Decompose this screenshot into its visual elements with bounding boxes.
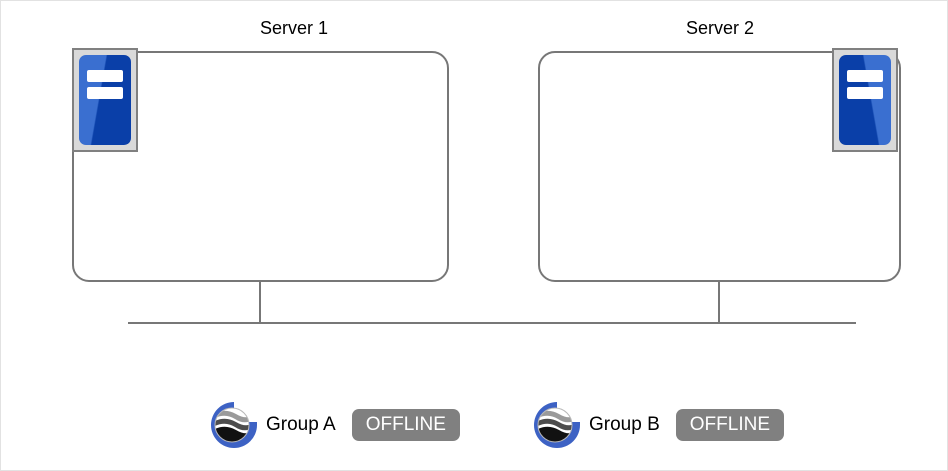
group-a-legend[interactable]: Group A OFFLINE bbox=[206, 397, 460, 453]
server-2-box[interactable] bbox=[538, 51, 901, 282]
server-2-node-icon[interactable] bbox=[832, 48, 898, 152]
server-1-title: Server 1 bbox=[259, 18, 329, 38]
server-slot-bar bbox=[87, 87, 123, 100]
server-2-title: Server 2 bbox=[685, 18, 755, 38]
server-node-icon bbox=[839, 55, 891, 145]
group-a-status-badge[interactable]: OFFLINE bbox=[351, 409, 460, 441]
group-globe-logo bbox=[534, 402, 580, 448]
group-globe-logo bbox=[211, 402, 257, 448]
server-slot-bar bbox=[87, 70, 123, 82]
group-b-legend[interactable]: Group B OFFLINE bbox=[529, 397, 784, 453]
server-node-icon bbox=[79, 55, 131, 145]
group-b-status-badge[interactable]: OFFLINE bbox=[675, 409, 784, 441]
server-1-box[interactable] bbox=[72, 51, 449, 282]
server-slot-bar bbox=[847, 70, 883, 82]
server-1-node-icon[interactable] bbox=[72, 48, 138, 152]
server-slot-bar bbox=[847, 87, 883, 100]
group-a-label: Group A bbox=[266, 414, 336, 435]
group-b-label: Group B bbox=[589, 414, 660, 435]
